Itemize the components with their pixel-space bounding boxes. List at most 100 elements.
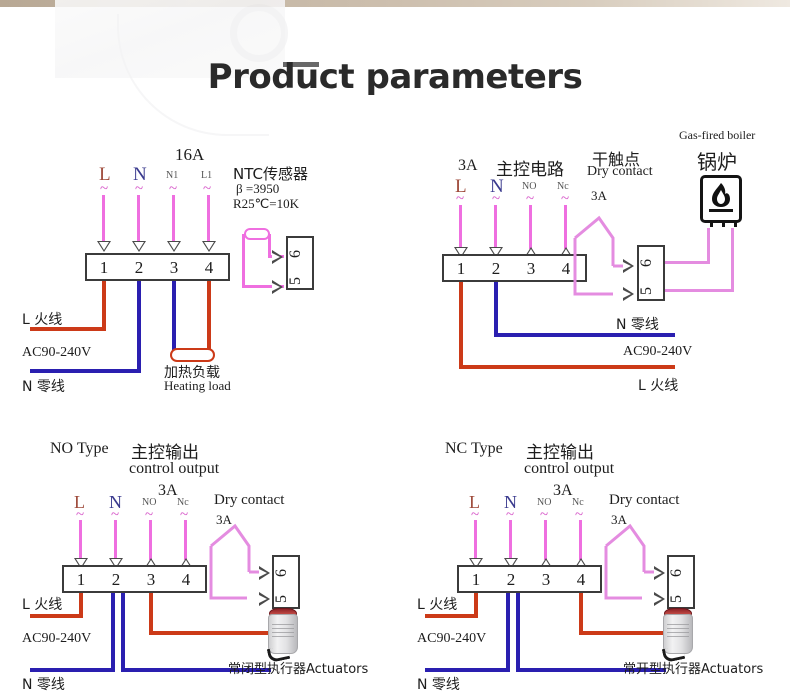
wire-signal-2 [114,520,117,560]
label-ntc-title: NTC传感器 [233,165,308,183]
wire-output-vertical [149,593,153,635]
label-dry-contact-en: Dry contact [587,164,653,179]
label-live: L 火线 [22,597,63,613]
terminal-number-3: 3 [169,258,179,277]
terminal-label-NO: NO [537,497,552,508]
terminal-label-NO: NO [522,181,537,192]
label-heating-load-cn: 加热负载 [164,365,220,381]
arrow-down-1 [454,247,468,258]
label-live-right: L 火线 [638,378,679,394]
arrow-down-1 [97,241,111,252]
terminal-number-3: 3 [146,570,156,589]
terminal-number-3: 3 [541,570,551,589]
terminal-number-1: 1 [471,570,481,589]
label-neutral: N 零线 [22,677,65,693]
label-dry-contact-cn: 干触点 [592,150,641,169]
wire-signal-3 [544,520,547,560]
wire-signal-4 [564,205,567,249]
wire-signal-3 [529,205,532,249]
actuator-device [661,608,695,664]
label-boiler-cn: 锅炉 [697,150,737,174]
label-actuator: 常闭型执行器Actuators [228,662,369,677]
wire-signal-3 [149,520,152,560]
wire-ntc-left [242,234,245,288]
label-neutral: N 零线 [417,677,460,693]
label-dry-contact-rating: 3A [591,188,607,203]
tilde-NO: ~ [526,191,535,207]
terminal-number-3: 3 [526,259,536,278]
terminal-label-N: N [133,164,147,185]
wire-neutral-vertical [494,282,498,337]
wire-live-horizontal [30,327,106,331]
wire-live-vertical [102,281,106,331]
wire-signal-2 [509,520,512,560]
arrow-down-2 [109,558,123,569]
wire-neutral-horizontal [30,369,141,373]
wire-neutral-horizontal-right [121,668,271,672]
wire-ntc-bottom [242,285,278,288]
arrow-down-4 [202,241,216,252]
terminal-label-Nc: Nc [177,497,189,508]
top-accent-strip [0,0,790,7]
wire-neutral-vertical-a [111,593,115,672]
tilde-NO: ~ [540,507,549,523]
tilde-N: ~ [135,181,144,197]
boiler-base-bar [709,209,733,212]
terminal-label-Nc: Nc [572,497,584,508]
terminal-label-L1: L1 [201,170,213,181]
arrow-up-4 [179,558,193,569]
label-voltage: AC90-240V [22,631,92,646]
dry-contact-pin-6: 6 [668,569,685,577]
page-title: Product parameters [207,57,583,97]
connector-pin6 [623,259,634,273]
label-dry-contact-en: Dry contact [214,492,285,508]
tilde-L1: ~ [203,181,212,197]
dry-contact-pin-6: 6 [273,569,290,577]
wire-neutral-vertical [137,281,141,373]
actuator-label-print [272,624,294,638]
label-control-output-en: control output [524,460,615,477]
ntc-thermistor-element [244,228,270,240]
tilde-Nc: ~ [180,507,189,523]
terminal-number-1: 1 [76,570,86,589]
terminal-label-N: N [109,492,122,512]
wire-heater-neutral [172,281,176,354]
terminal-label-L: L [469,492,480,512]
label-voltage: AC90-240V [623,344,693,359]
label-heating-load-en: Heating load [164,378,231,393]
label-ntc-beta: β =3950 [236,181,280,196]
wire-boiler-leg3-left [665,289,734,292]
diagram-heating-16a: 16A L ~ N ~ N1 ~ L1 ~ 1 2 3 4 L 火线 AC90-… [0,0,395,400]
dry-contact-pin-5: 5 [638,287,655,295]
gas-boiler-icon [700,175,742,227]
wire-output-horizontal [579,631,668,635]
wire-output-vertical [579,593,583,635]
sensor-pin-5: 5 [287,277,304,285]
tilde-NO: ~ [145,507,154,523]
connector-pin5 [654,592,665,606]
terminal-number-4: 4 [561,259,571,278]
terminal-number-2: 2 [111,570,121,589]
sensor-terminal-block [286,236,314,290]
terminal-label-N: N [490,176,504,197]
dry-contact-pin-5: 5 [668,595,685,603]
terminal-label-L: L [99,164,111,185]
tilde-Nc: ~ [575,507,584,523]
boiler-leg-3 [734,221,737,227]
wire-boiler-leg1-left [665,261,710,264]
wire-ntc-right-up [268,234,271,258]
sensor-pin-6: 6 [287,250,304,258]
label-live: L 火线 [22,312,63,328]
arrow-down-2 [489,247,503,258]
terminal-label-L: L [455,176,467,197]
wire-signal-1 [459,205,462,249]
terminal-number-4: 4 [576,570,586,589]
arrow-down-2 [132,241,146,252]
wire-neutral-horizontal-left [425,668,510,672]
terminal-label-N1: N1 [166,170,179,181]
diagram-nc-type: NC Type 主控输出 control output 3A L ~ N ~ N… [395,400,790,698]
terminal-number-1: 1 [456,259,466,278]
arrow-up-4 [559,247,573,258]
tilde-L: ~ [456,191,465,207]
wire-live-vertical [459,282,463,369]
